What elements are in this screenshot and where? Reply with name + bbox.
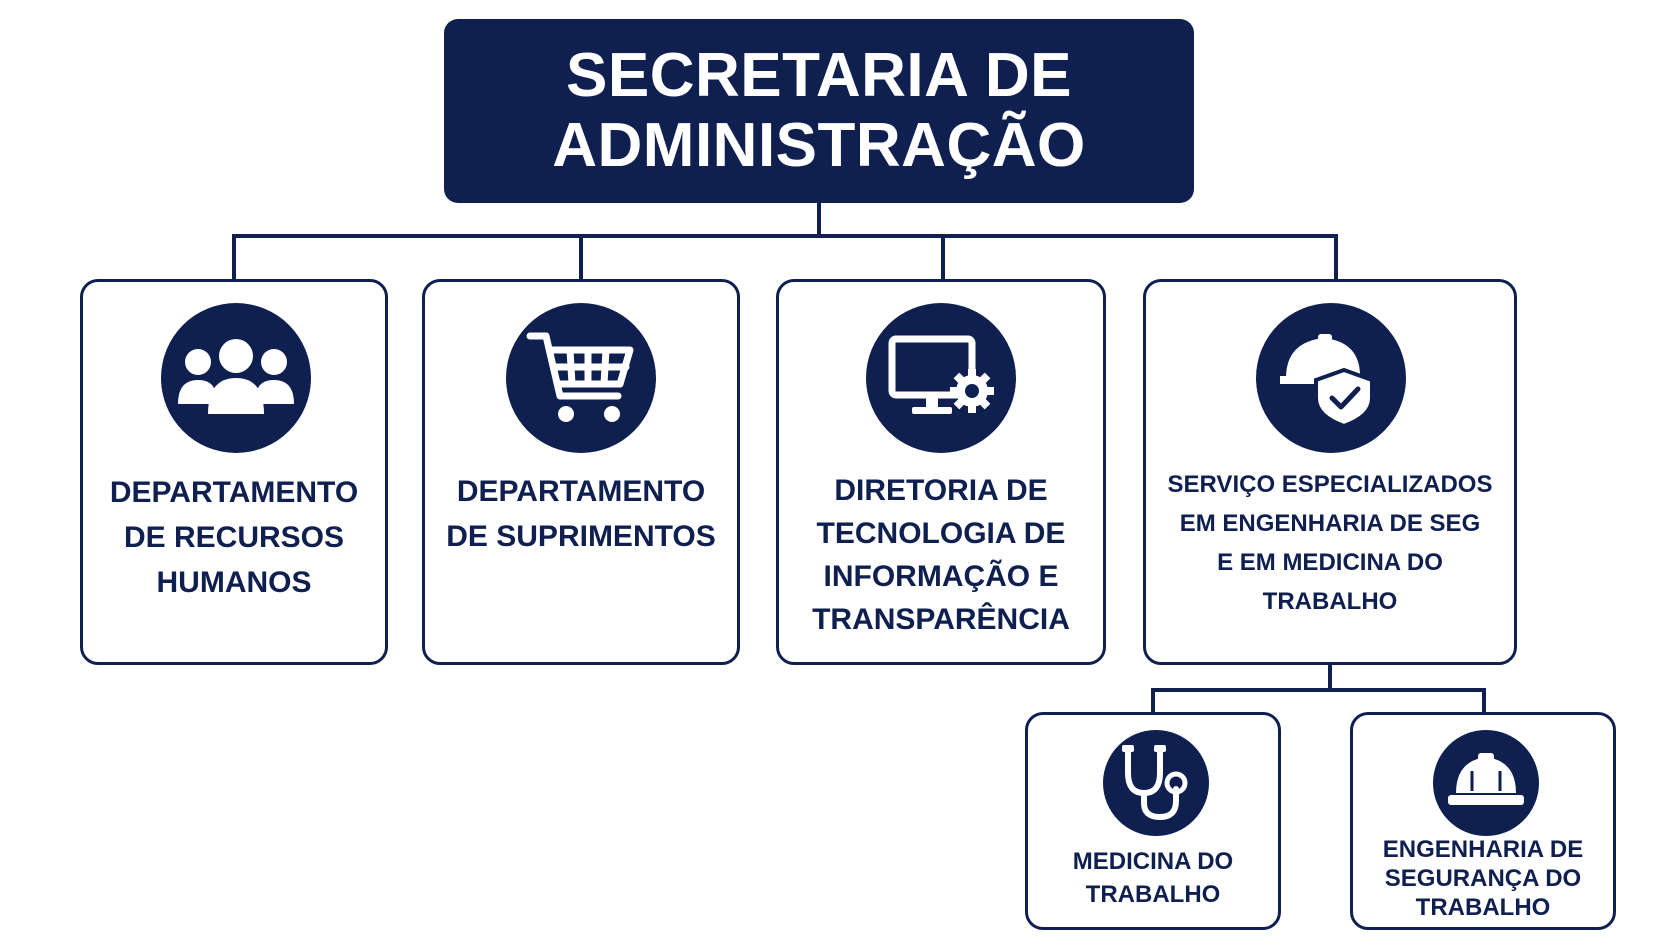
dept-card-tecnologia-informacao: DIRETORIA DE TECNOLOGIA DE INFORMAÇÃO E …	[776, 279, 1106, 665]
helmet-shield-icon	[1256, 303, 1406, 453]
subunit-card-engenharia-seguranca: ENGENHARIA DE SEGURANÇA DO TRABALHO	[1350, 712, 1616, 930]
monitor-gear-icon	[866, 303, 1016, 453]
dept-card-suprimentos: DEPARTAMENTO DE SUPRIMENTOS	[422, 279, 740, 665]
dept-label-tecnologia-informacao: DIRETORIA DE TECNOLOGIA DE INFORMAÇÃO E …	[812, 474, 1070, 636]
dept-label-recursos-humanos: DEPARTAMENTO DE RECURSOS HUMANOS	[109, 476, 359, 599]
root-node-secretaria: SECRETARIA DE ADMINISTRAÇÃO	[444, 19, 1194, 203]
users-group-icon	[161, 303, 311, 453]
hard-hat-icon	[1433, 730, 1539, 836]
root-title: SECRETARIA DE ADMINISTRAÇÃO	[552, 41, 1086, 180]
subunit-label-engenharia-seguranca: ENGENHARIA DE SEGURANÇA DO TRABALHO	[1382, 836, 1584, 921]
dept-label-servico-especializados: SERVIÇO ESPECIALIZADOS EM ENGENHARIA DE …	[1167, 471, 1493, 615]
dept-card-recursos-humanos: DEPARTAMENTO DE RECURSOS HUMANOS	[80, 279, 388, 665]
dept-label-suprimentos: DEPARTAMENTO DE SUPRIMENTOS	[446, 475, 716, 553]
stethoscope-icon	[1103, 730, 1209, 836]
dept-card-servico-especializados: SERVIÇO ESPECIALIZADOS EM ENGENHARIA DE …	[1143, 279, 1517, 665]
subunit-label-medicina-trabalho: MEDICINA DO TRABALHO	[1072, 848, 1234, 908]
subunit-card-medicina-trabalho: MEDICINA DO TRABALHO	[1025, 712, 1281, 930]
shopping-cart-icon	[506, 303, 656, 453]
